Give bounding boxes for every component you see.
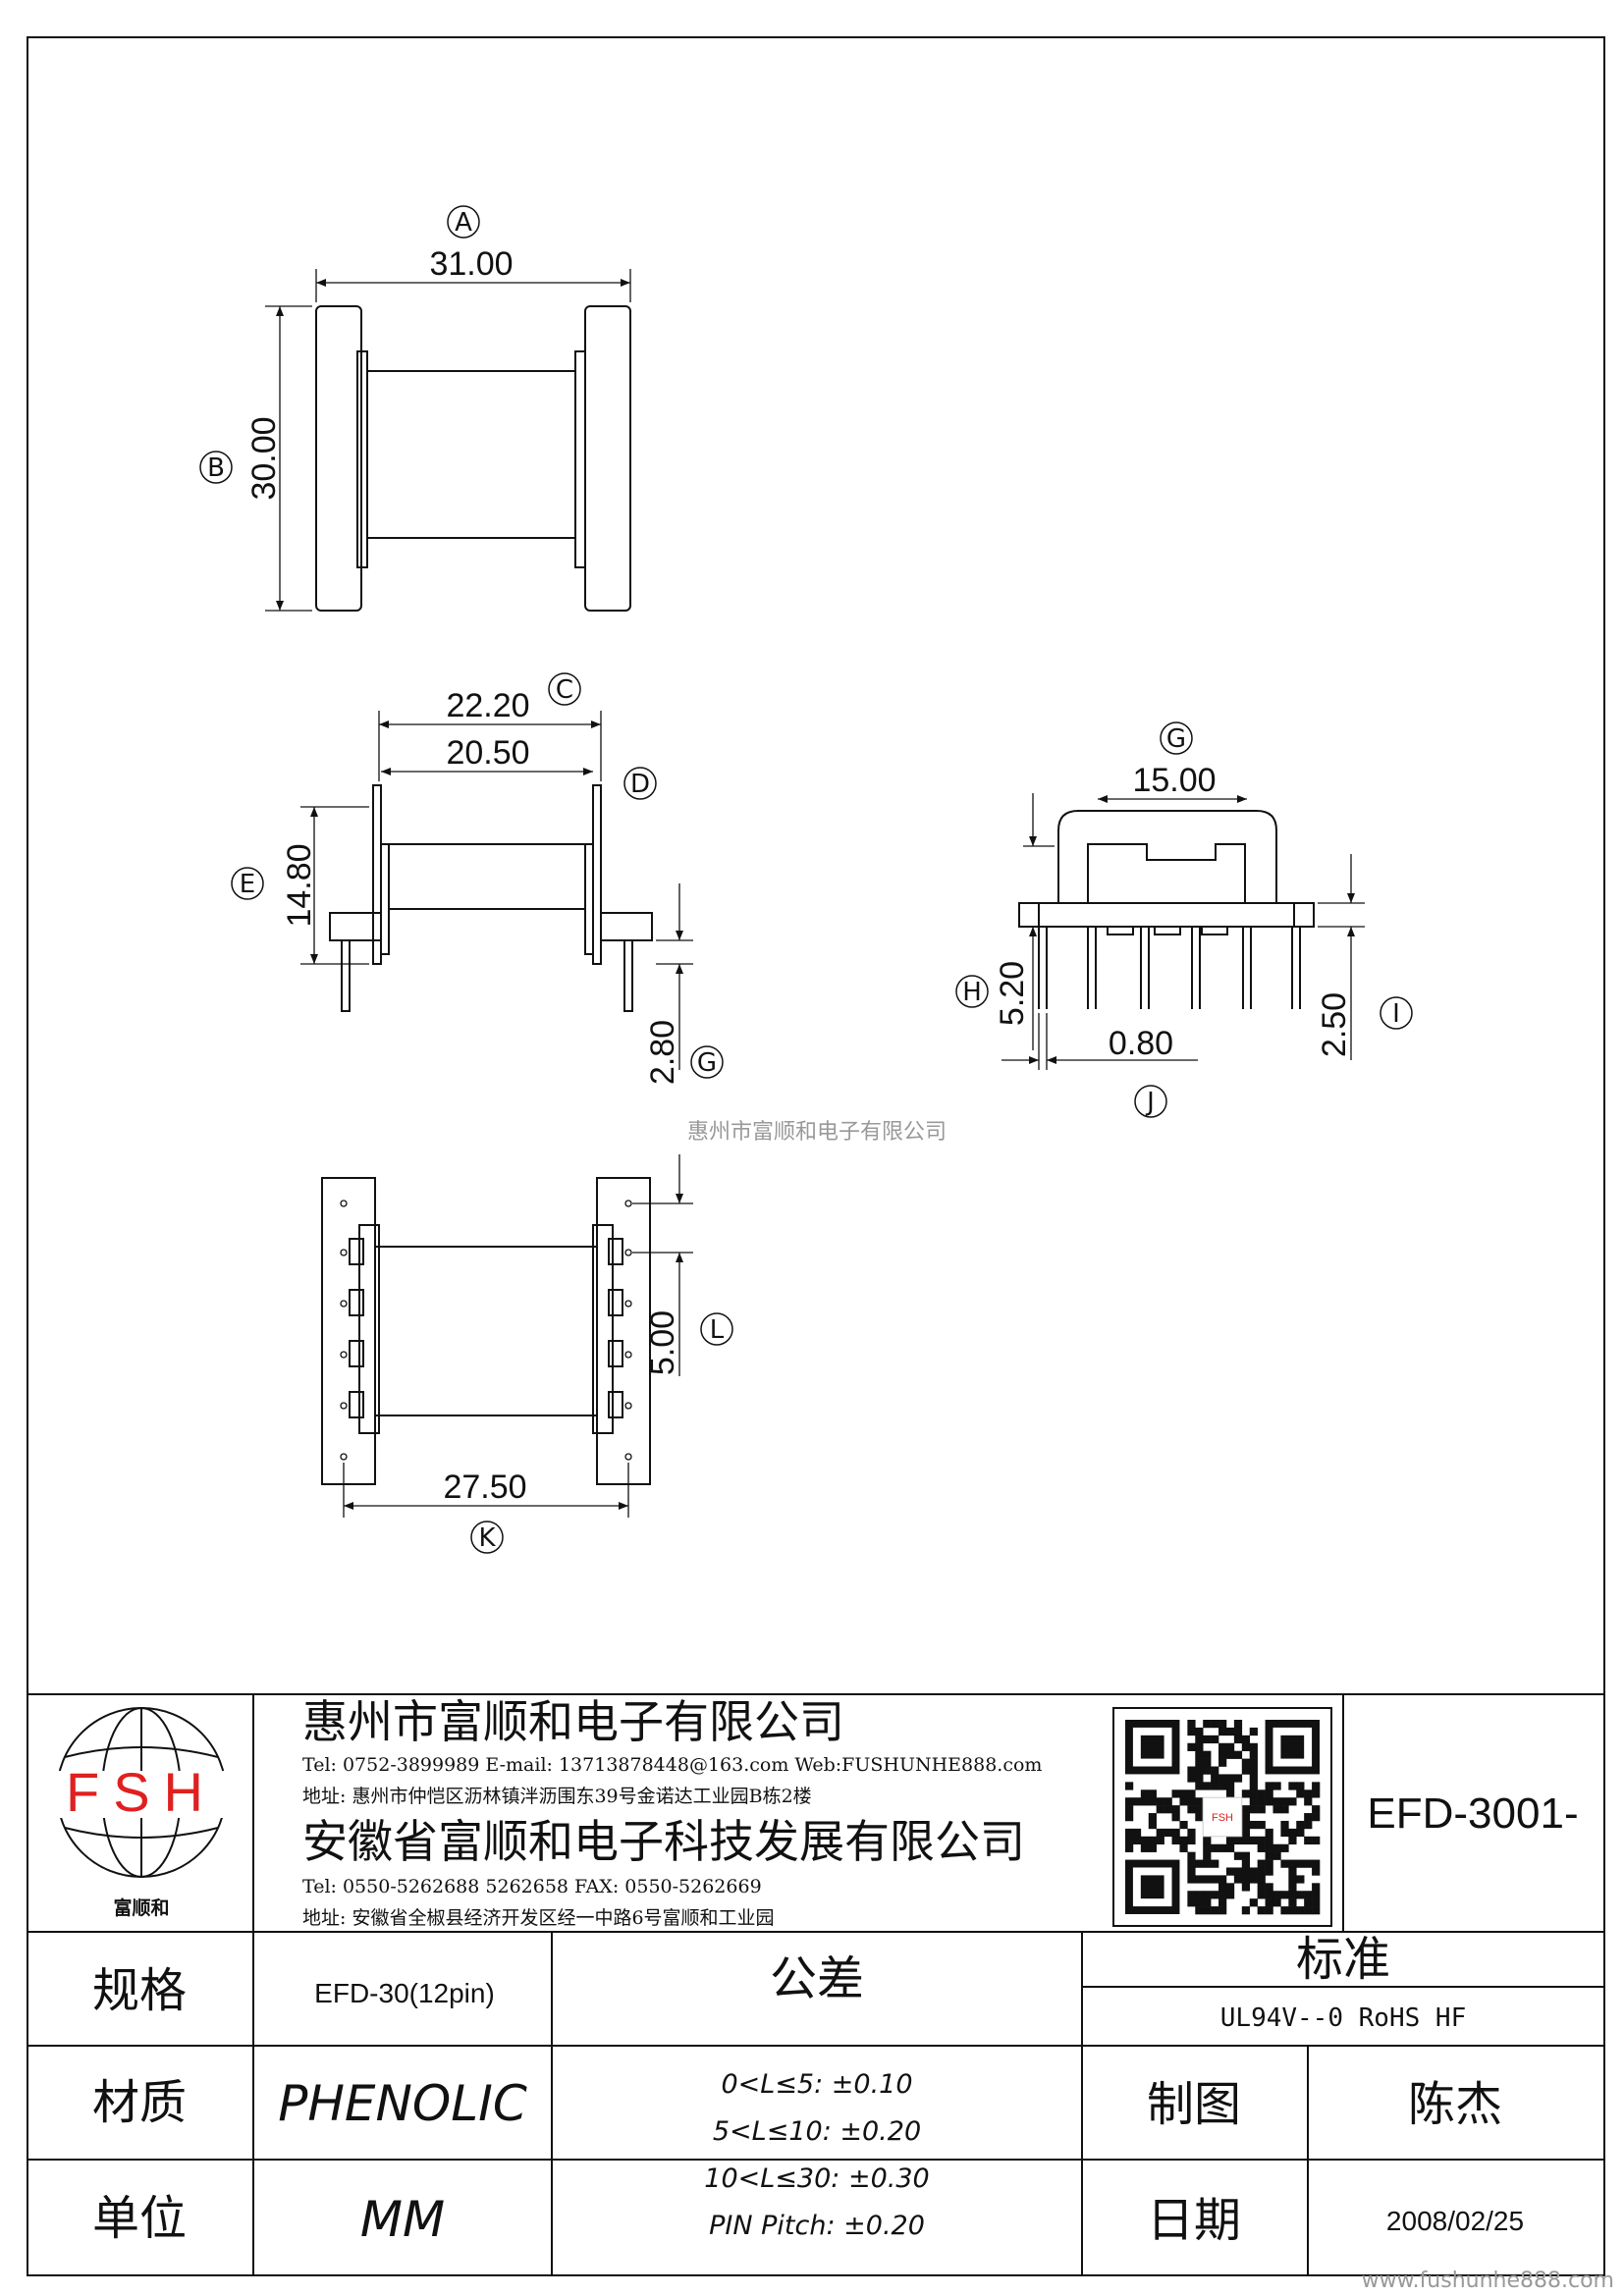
unit-label: 单位 [92, 2191, 187, 2246]
qr-code: FSH [1112, 1707, 1332, 1927]
dim-e: E 14.80 [231, 843, 318, 928]
dim-g-front-label: G [1166, 724, 1186, 754]
logo-letter-band [55, 1771, 228, 1818]
dim-h-value: 5.20 [994, 961, 1031, 1026]
dim-g-side-label: G [697, 1048, 717, 1078]
dim-h-label: H [962, 978, 982, 1007]
company-line-2: 地址: 惠州市仲恺区沥林镇泮沥围东39号金诺达工业园B栋2楼 [302, 1786, 812, 1807]
top-view [265, 269, 631, 612]
dim-c-value: 22.20 [446, 687, 529, 724]
dim-l-value: 5.00 [644, 1310, 681, 1375]
standard-value: UL94V--0 RoHS HF [1220, 2003, 1466, 2033]
company-name-2: 安徽省富顺和电子科技发展有限公司 [302, 1815, 1025, 1868]
front-view [1001, 793, 1365, 1070]
dim-d-label: D [630, 770, 650, 799]
dim-b: B 30.00 [199, 416, 283, 501]
dim-c-label: C [556, 675, 573, 705]
title-block-lines [27, 1693, 1604, 2275]
dim-j: J 0.80 [1109, 1025, 1173, 1118]
dim-c: C 22.20 [446, 672, 581, 724]
dim-g-side-value: 2.80 [644, 1020, 681, 1085]
side-view [300, 711, 693, 1070]
qr-center-tag: FSH [1212, 1812, 1233, 1824]
dim-j-label: J [1145, 1088, 1155, 1117]
sheet-border [27, 36, 1605, 2276]
dim-d-value: 20.50 [446, 734, 529, 772]
dim-i-value: 2.50 [1316, 992, 1353, 1057]
dim-l-label: L [710, 1315, 725, 1345]
watermark-corner: www.fushunhe888.com [1362, 2269, 1614, 2293]
dim-j-value: 0.80 [1109, 1025, 1173, 1062]
material-value: PHENOLIC [278, 2075, 527, 2132]
dim-h: H 5.20 [955, 961, 1031, 1026]
bottom-view [321, 1154, 693, 1518]
tolerance-row: 5<L≤10: ±0.20 [713, 2116, 921, 2147]
dim-i-label: I [1392, 999, 1400, 1029]
dim-g-front-value: 15.00 [1132, 762, 1216, 799]
unit-value: MM [360, 2191, 445, 2248]
date-label: 日期 [1147, 2193, 1241, 2248]
dim-k-value: 27.50 [443, 1468, 526, 1506]
dim-b-value: 30.00 [245, 416, 283, 500]
logo-letters: FSH [66, 1761, 217, 1823]
company-line-4: 地址: 安徽省全椒县经济开发区经一中路6号富顺和工业园 [302, 1907, 775, 1929]
dim-e-value: 14.80 [281, 843, 318, 927]
spec-value: EFD-30(12pin) [314, 1978, 495, 2008]
spec-label: 规格 [92, 1963, 187, 2018]
tolerance-row: PIN Pitch: ±0.20 [709, 2211, 925, 2241]
dim-k-label: K [478, 1523, 496, 1553]
dim-a-value: 31.00 [429, 245, 513, 283]
dim-g-side: G 2.80 [644, 1020, 724, 1085]
company-name-1: 惠州市富顺和电子有限公司 [302, 1695, 844, 1748]
standard-label: 标准 [1296, 1932, 1390, 1987]
dim-e-label: E [240, 870, 255, 899]
date-value: 2008/02/25 [1386, 2206, 1524, 2236]
watermark-center: 惠州市富顺和电子有限公司 [687, 1120, 947, 1145]
company-line-1: Tel: 0752-3899989 E-mail: 13713878448@16… [302, 1754, 1042, 1776]
drawn-by-value: 陈杰 [1408, 2077, 1502, 2132]
dim-b-label: B [207, 454, 225, 483]
dim-i: I 2.50 [1316, 992, 1413, 1057]
dim-a: A 31.00 [429, 205, 514, 283]
dim-a-label: A [455, 208, 472, 238]
company-line-3: Tel: 0550-5262688 5262658 FAX: 0550-5262… [302, 1876, 762, 1897]
part-number: EFD-3001- [1367, 1789, 1578, 1838]
drawn-by-label: 制图 [1147, 2077, 1241, 2132]
dim-l: L 5.00 [644, 1310, 733, 1375]
dim-g-front: G 15.00 [1132, 721, 1217, 799]
tolerance-row: 0<L≤5: ±0.10 [721, 2069, 912, 2100]
material-label: 材质 [92, 2075, 187, 2130]
tolerance-label: 公差 [770, 1951, 864, 2006]
logo-name: 富顺和 [113, 1896, 169, 1919]
dim-d: D 20.50 [446, 734, 657, 800]
dim-k: K 27.50 [443, 1468, 527, 1554]
tolerance-row: 10<L≤30: ±0.30 [704, 2163, 929, 2194]
